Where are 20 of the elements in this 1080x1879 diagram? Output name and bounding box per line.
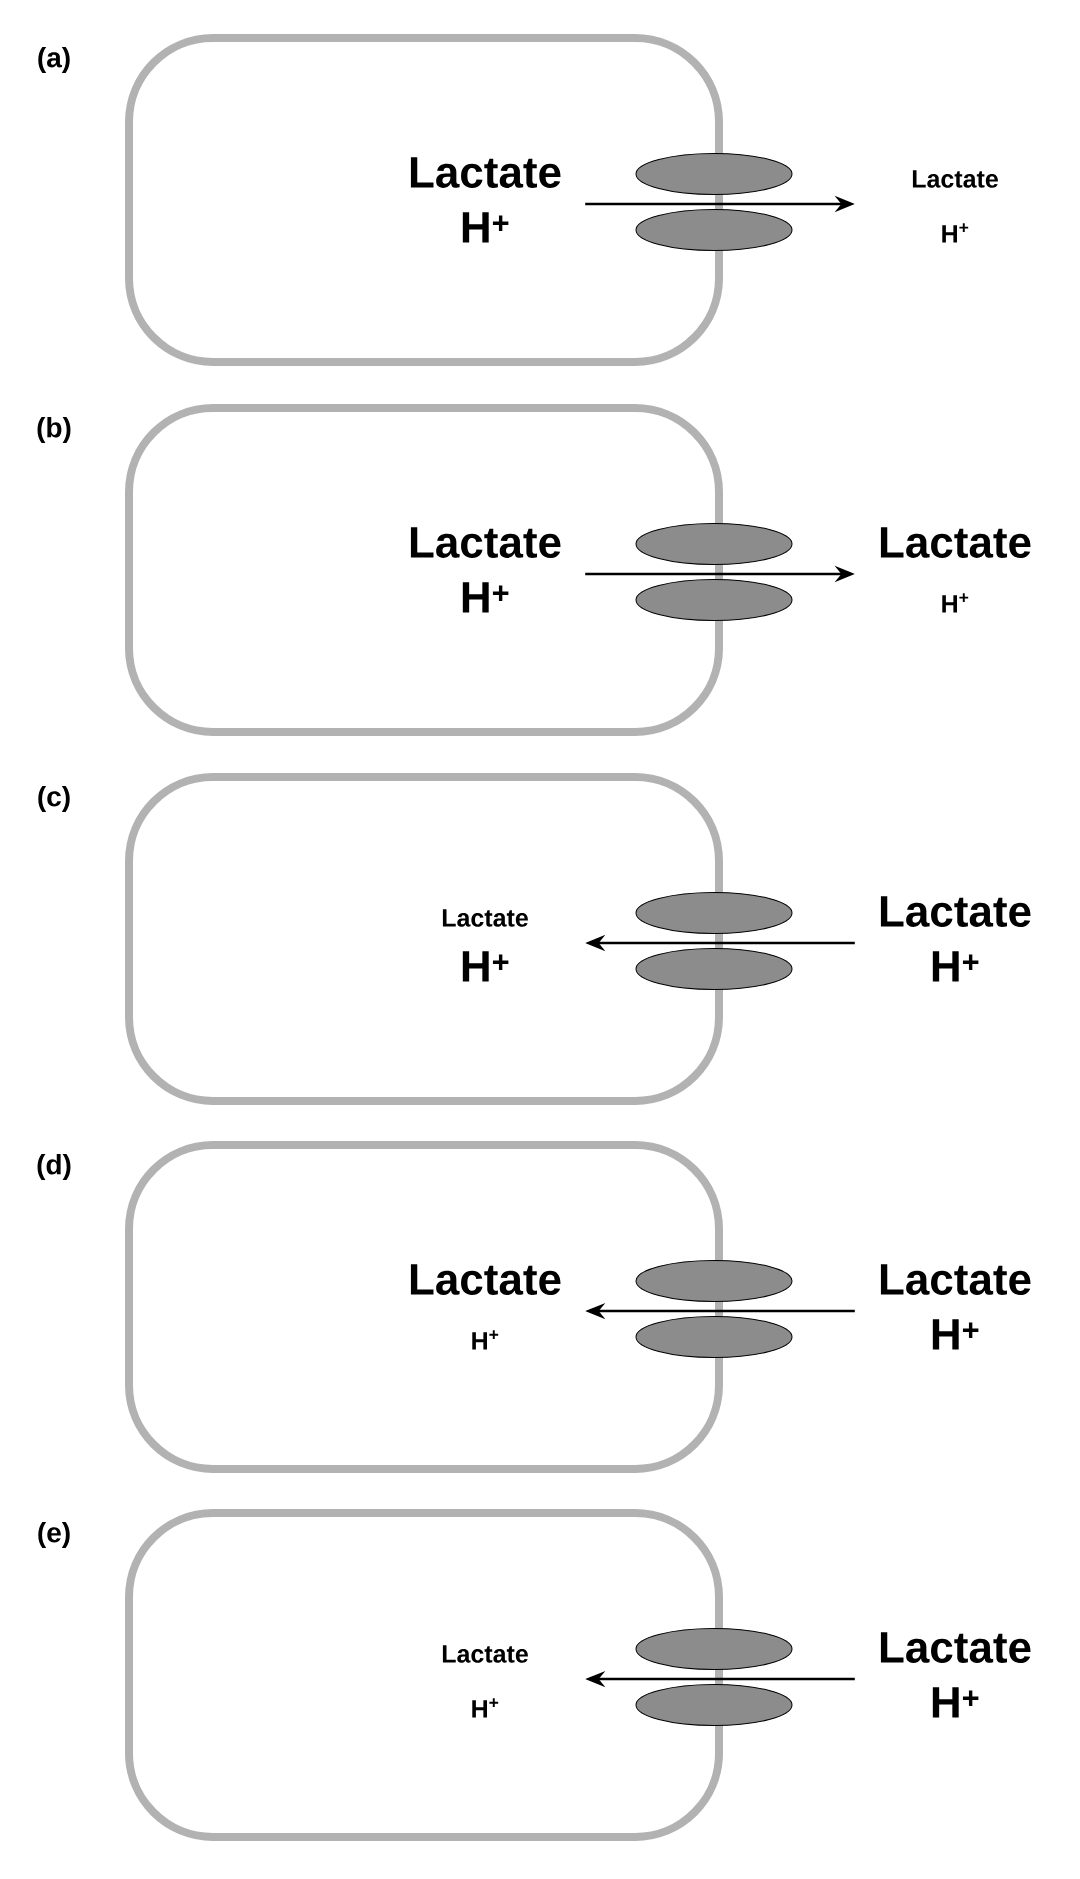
panel-label: (b): [37, 416, 71, 444]
ion-label: Lactate H$^{+}$: [410, 157, 561, 243]
ion-label: Lactate H$^{+}$: [880, 896, 1031, 982]
ion-label: Lactate H$^{+}$: [410, 527, 561, 613]
panel-label: (d): [37, 1153, 71, 1181]
ion-label: Lactate H$^{+}$: [410, 1264, 561, 1350]
ion-label: Lactate H$^{+}$: [912, 170, 998, 243]
ion-label: Lactate H$^{+}$: [442, 1645, 528, 1718]
panel-label: (e): [38, 1522, 70, 1549]
cell-outline: [125, 404, 723, 736]
panel-label: (c): [38, 785, 70, 813]
cell-outline: [125, 773, 723, 1105]
ion-label: Lactate H$^{+}$: [880, 1264, 1031, 1350]
panel-label: (a): [38, 46, 70, 74]
ion-label: Lactate H$^{+}$: [880, 527, 1031, 613]
cell-outline: [125, 1141, 723, 1473]
cell-outline: [125, 34, 723, 366]
ion-label: Lactate H$^{+}$: [442, 909, 528, 982]
cell-outline: [125, 1509, 723, 1841]
ion-label: Lactate H$^{+}$: [880, 1632, 1031, 1718]
